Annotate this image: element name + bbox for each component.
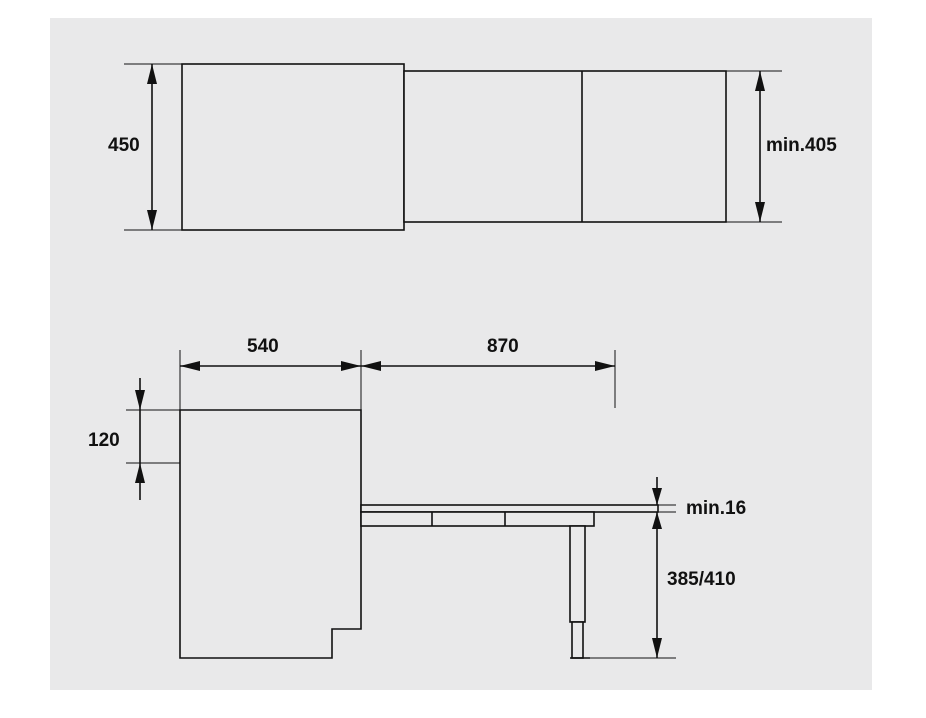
depth-dimension: 450 — [108, 63, 182, 231]
min-depth-dimension: min.405 — [726, 70, 837, 223]
depth-label: 450 — [108, 135, 140, 156]
side-view-cabinet — [179, 409, 362, 659]
top-view-cabinet — [181, 63, 405, 231]
cabinet-width-label: 540 — [247, 336, 279, 357]
arrow-up-icon — [135, 463, 145, 483]
arrow-down-icon — [135, 390, 145, 410]
height-dimension: 385/410 — [590, 512, 736, 659]
min-thickness-dimension: min.16 — [652, 477, 746, 529]
top-view-table — [403, 70, 727, 223]
arrow-left-icon — [361, 361, 381, 371]
min-depth-label: min.405 — [766, 135, 837, 156]
table-top — [360, 504, 659, 513]
top-offset-label: 120 — [88, 430, 120, 451]
cabinet-width-dimension: 540 — [179, 336, 362, 410]
arrow-up-icon — [147, 64, 157, 84]
arrow-down-icon — [652, 488, 662, 505]
table-leg-upper — [569, 525, 586, 623]
extension-label: 870 — [487, 336, 519, 357]
arrow-down-icon — [652, 638, 662, 658]
height-label: 385/410 — [667, 569, 736, 590]
arrow-right-icon — [341, 361, 361, 371]
arrow-down-icon — [755, 202, 765, 222]
arrow-right-icon — [595, 361, 615, 371]
top-view: 450 min.405 — [108, 63, 837, 231]
min-thickness-label: min.16 — [686, 498, 746, 519]
arrow-up-icon — [755, 71, 765, 91]
arrow-down-icon — [147, 210, 157, 230]
table-rail — [360, 511, 595, 527]
side-view: 540 870 120 min.16 — [88, 336, 746, 659]
arrow-left-icon — [180, 361, 200, 371]
table-leg-lower — [571, 621, 584, 659]
top-offset-dimension: 120 — [88, 378, 180, 500]
extension-dimension: 870 — [361, 336, 616, 408]
